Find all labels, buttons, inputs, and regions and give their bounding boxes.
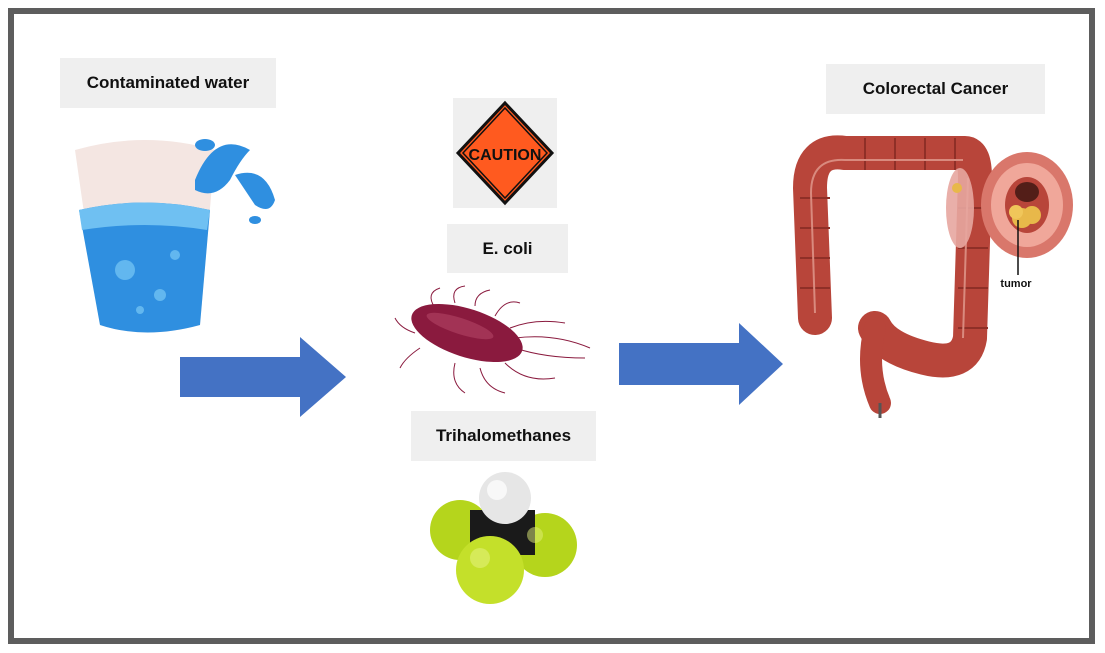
label-trihalomethanes: Trihalomethanes (411, 411, 596, 461)
caution-sign-text: CAUTION (469, 147, 542, 164)
colon-icon (793, 135, 992, 418)
label-ecoli: E. coli (447, 224, 568, 273)
arrow-water-to-agents (180, 337, 346, 417)
molecule-icon (430, 472, 577, 604)
caution-sign-icon: CAUTION (453, 98, 557, 208)
arrow-agents-to-cancer (619, 323, 783, 405)
label-contaminated-water: Contaminated water (60, 58, 276, 108)
bacterium-icon (394, 285, 591, 394)
label-colorectal-cancer: Colorectal Cancer (826, 64, 1045, 114)
water-glass-icon (75, 139, 275, 333)
tumor-label: tumor (1000, 278, 1032, 290)
tumor-cross-section-icon: tumor (981, 152, 1073, 290)
